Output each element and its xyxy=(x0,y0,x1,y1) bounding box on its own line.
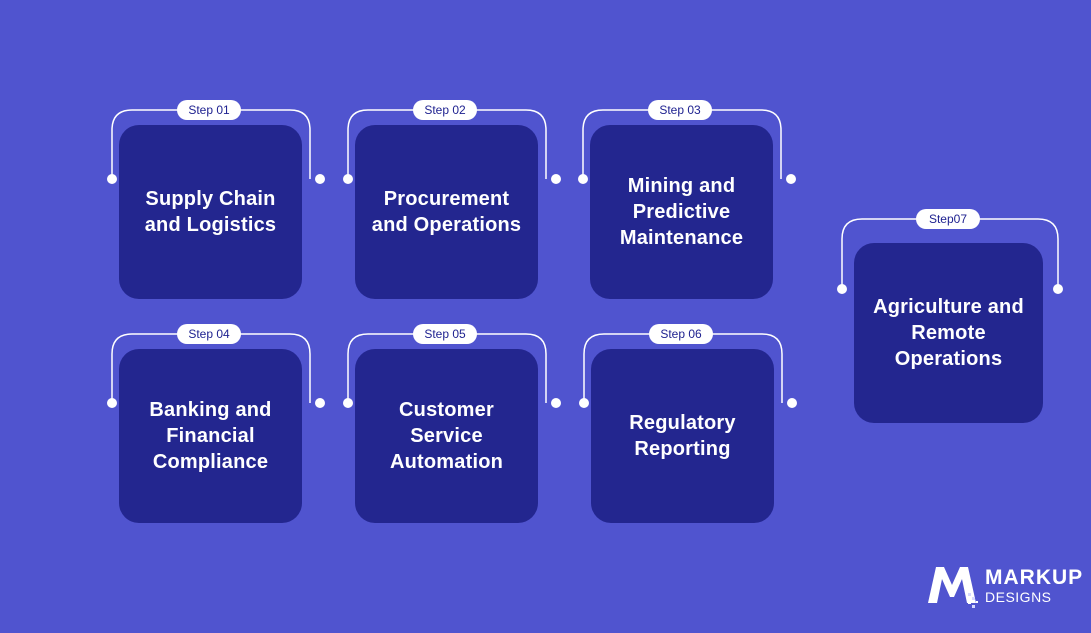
step-title-box: Mining and Predictive Maintenance xyxy=(590,125,773,299)
step-title-box: Customer Service Automation xyxy=(355,349,538,523)
step-card-01: Step 01 Supply Chain and Logistics xyxy=(105,100,325,305)
step-title-box: Agriculture and Remote Operations xyxy=(854,243,1043,423)
step-label-pill: Step 06 xyxy=(649,324,713,344)
brand-name: MARKUP xyxy=(985,566,1084,589)
step-label-pill: Step 02 xyxy=(413,100,477,120)
step-title-box: Banking and Financial Compliance xyxy=(119,349,302,523)
step-title: Banking and Financial Compliance xyxy=(149,399,272,473)
step-card-06: Step 06 Regulatory Reporting xyxy=(577,324,797,529)
step-label-pill: Step 01 xyxy=(177,100,241,120)
step-title: Customer Service Automation xyxy=(389,399,504,473)
step-title-box: Regulatory Reporting xyxy=(591,349,774,523)
step-label-pill: Step07 xyxy=(916,209,980,229)
step-title: Supply Chain and Logistics xyxy=(144,188,277,236)
step-title: Procurement and Operations xyxy=(371,188,522,236)
step-card-03: Step 03 Mining and Predictive Maintenanc… xyxy=(576,100,796,305)
brand-subname: DESIGNS xyxy=(985,589,1052,605)
step-card-02: Step 02 Procurement and Operations xyxy=(341,100,561,305)
step-title: Mining and Predictive Maintenance xyxy=(619,175,744,249)
step-title: Regulatory Reporting xyxy=(629,412,736,460)
step-label-pill: Step 05 xyxy=(413,324,477,344)
step-label-pill: Step 03 xyxy=(648,100,712,120)
step-card-07: Step07 Agriculture and Remote Operations xyxy=(835,209,1063,423)
step-title: Agriculture and Remote Operations xyxy=(873,296,1024,370)
step-title-box: Procurement and Operations xyxy=(355,125,538,299)
markup-m-logo-icon xyxy=(928,567,978,608)
step-title-box: Supply Chain and Logistics xyxy=(119,125,302,299)
step-card-05: Step 05 Customer Service Automation xyxy=(341,324,561,529)
step-card-04: Step 04 Banking and Financial Compliance xyxy=(105,324,325,529)
step-label-pill: Step 04 xyxy=(177,324,241,344)
markup-designs-logo: MARKUP DESIGNS xyxy=(926,563,1082,611)
